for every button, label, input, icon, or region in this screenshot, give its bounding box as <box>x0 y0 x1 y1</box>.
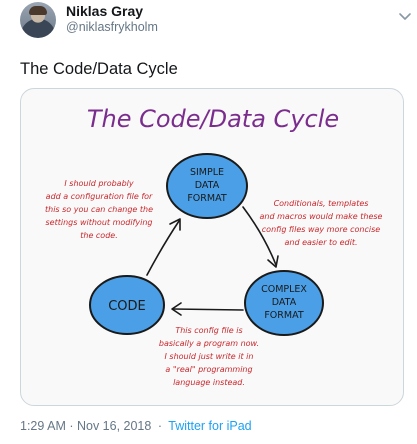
source-link[interactable]: Twitter for iPad <box>168 419 252 433</box>
complex-data-format-node <box>244 270 324 336</box>
tweet-header: Niklas Gray @niklasfrykholm <box>20 2 413 42</box>
arrow-code-to-simple-head <box>169 218 181 231</box>
note-left-line-1: I should probably <box>64 179 133 188</box>
tweet-media-image[interactable]: The Code/Data Cycle SIMPLE DATA FORMAT C… <box>20 88 404 406</box>
meta-separator: · <box>157 419 162 433</box>
simple-data-format-node <box>166 153 248 219</box>
note-right-line-4: and easier to edit. <box>284 238 357 247</box>
author-names: Niklas Gray @niklasfrykholm <box>66 3 158 35</box>
simple-node-line-3: FORMAT <box>187 193 227 204</box>
arrow-code-to-simple <box>146 220 180 276</box>
note-right-line-2: and macros would make these <box>260 212 383 221</box>
note-bottom-line-3: I should just write it in <box>165 352 254 361</box>
avatar[interactable] <box>20 2 56 38</box>
timestamp-link[interactable]: 1:29 AM · Nov 16, 2018 <box>20 419 152 433</box>
arrow-simple-to-complex-head <box>267 255 279 268</box>
tweet-text: The Code/Data Cycle <box>20 60 178 78</box>
complex-node-line-1: COMPLEX <box>261 284 307 295</box>
note-left: I should probably add a configuration fi… <box>45 179 153 240</box>
note-right-line-3: config files way more concise <box>262 225 380 234</box>
note-right: Conditionals, templates and macros would… <box>260 199 383 247</box>
author-handle[interactable]: @niklasfrykholm <box>66 20 158 34</box>
author-display-name[interactable]: Niklas Gray <box>66 3 144 19</box>
arrow-complex-to-code <box>172 308 244 311</box>
code-node-label: CODE <box>108 299 146 314</box>
simple-node-line-2: DATA <box>195 180 220 191</box>
note-bottom-line-2: basically a program now. <box>159 339 259 348</box>
arrow-complex-to-code-head <box>171 302 182 316</box>
note-bottom-line-1: This config file is <box>175 326 242 335</box>
note-bottom: This config file is basically a program … <box>159 326 259 387</box>
tweet-meta: 1:29 AM · Nov 16, 2018 · Twitter for iPa… <box>20 418 252 434</box>
code-data-cycle-illustration: The Code/Data Cycle SIMPLE DATA FORMAT C… <box>45 105 383 387</box>
note-bottom-line-4: a "real" programming <box>165 365 252 374</box>
note-left-line-2: add a configuration file for <box>46 192 153 201</box>
code-node <box>89 275 165 335</box>
note-bottom-line-5: language instead. <box>173 378 245 387</box>
simple-node-line-1: SIMPLE <box>190 167 224 178</box>
note-left-line-4: settings without modifying <box>46 218 153 227</box>
note-left-line-3: this so you can change the <box>45 205 153 214</box>
complex-node-line-2: DATA <box>272 297 297 308</box>
note-right-line-1: Conditionals, templates <box>274 199 369 208</box>
avatar-hair <box>29 6 47 15</box>
note-left-line-5: the code. <box>80 231 118 240</box>
complex-node-line-3: FORMAT <box>264 310 304 321</box>
chevron-down-icon[interactable] <box>397 8 413 24</box>
illustration-title: The Code/Data Cycle <box>87 105 339 133</box>
arrow-simple-to-complex <box>242 206 277 266</box>
cycle-arrows <box>146 206 279 316</box>
